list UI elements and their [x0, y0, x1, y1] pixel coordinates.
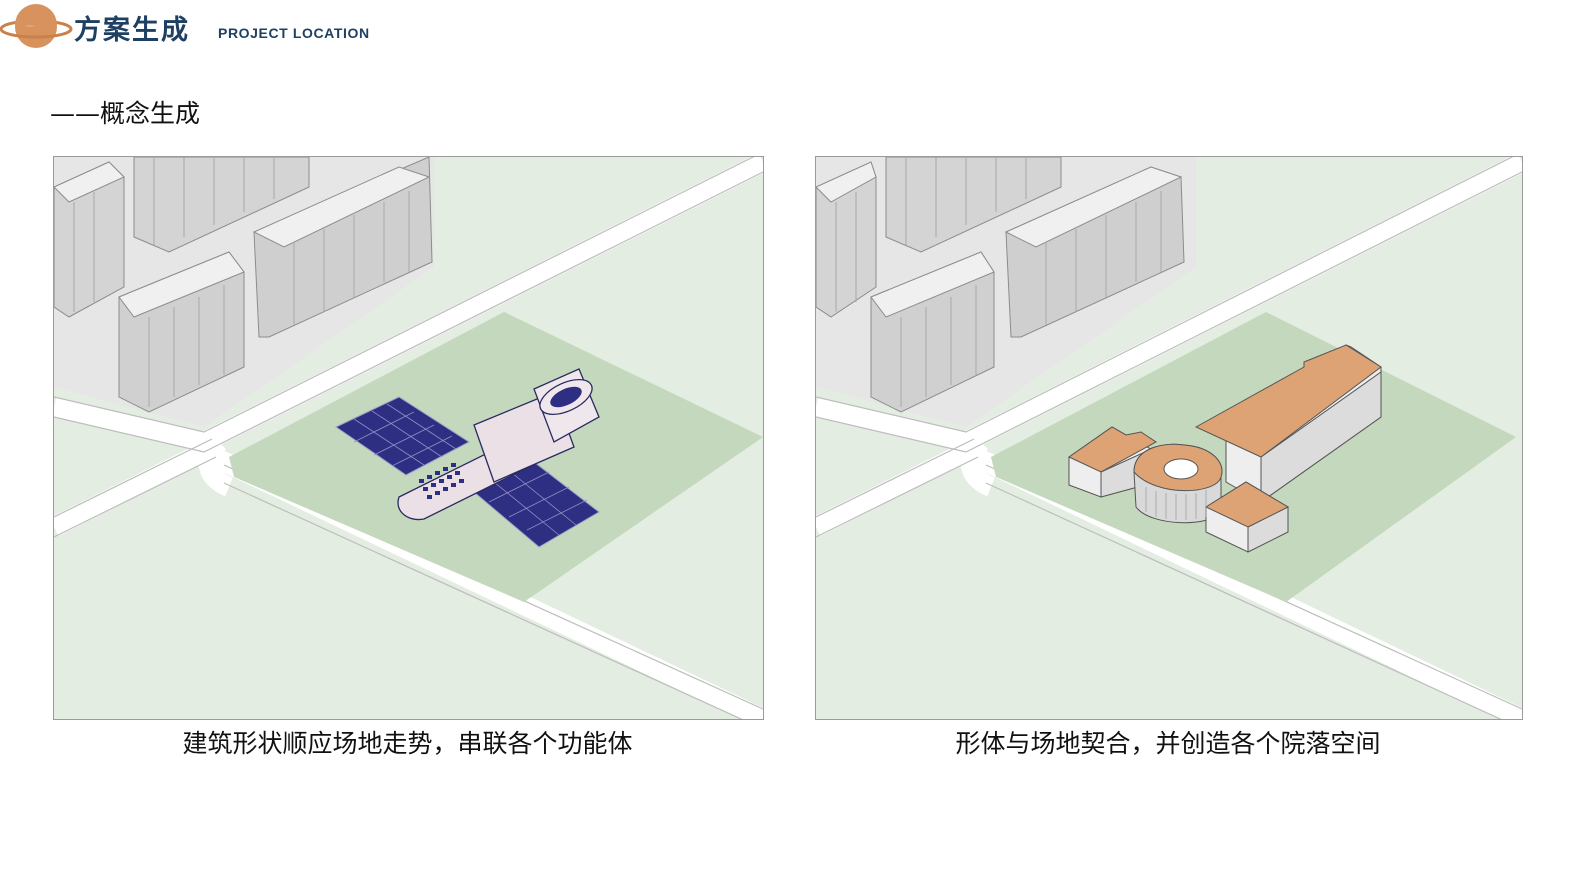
site-model-2	[816, 157, 1522, 719]
section-title: ——概念生成	[50, 99, 201, 128]
page-header: 方案生成 PROJECT LOCATION	[0, 0, 420, 56]
caption-2: 形体与场地契合，并创造各个院落空间	[955, 729, 1381, 758]
caption-1: 建筑形状顺应场地走势，串联各个功能体	[182, 729, 633, 758]
tower-facade-lines	[73, 157, 410, 407]
residential-towers	[816, 157, 1185, 413]
site-model-1	[54, 157, 763, 719]
road-edges	[54, 157, 763, 719]
courtyard-building	[1068, 344, 1382, 553]
concept-image-1	[53, 156, 764, 720]
page-title: 方案生成	[74, 15, 190, 46]
residential-towers	[54, 157, 433, 413]
ring-facade-lines	[1145, 487, 1207, 520]
satellite-building	[335, 368, 600, 548]
page-subtitle: PROJECT LOCATION	[218, 25, 370, 41]
concept-image-2	[815, 156, 1523, 720]
planet-icon	[0, 4, 73, 48]
tower-facade-lines	[835, 157, 1162, 407]
